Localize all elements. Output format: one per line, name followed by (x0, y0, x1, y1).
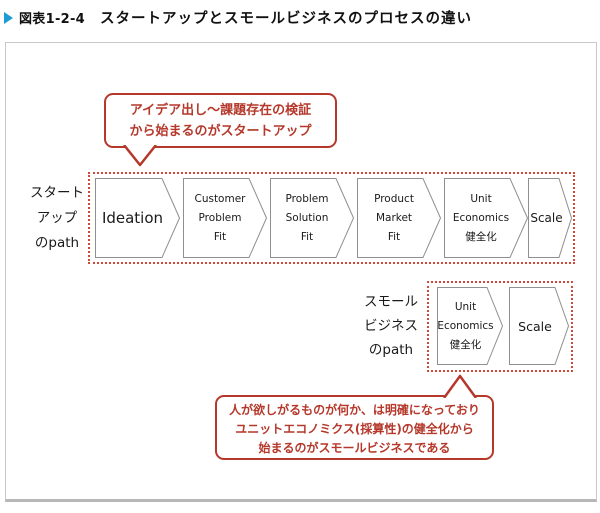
figure-header: 図表1-2-4 スタートアップとスモールビジネスのプロセスの違い (4, 7, 472, 28)
startup-dotted-box (88, 172, 575, 264)
title-marker-icon (4, 11, 13, 24)
startup-callout: アイデア出し〜課題存在の検証から始まるのがスタートアップ (104, 93, 337, 148)
process-step: Scale (509, 287, 569, 365)
figure-number: 図表1-2-4 (19, 12, 86, 27)
figure-title: スタートアップとスモールビジネスのプロセスの違い (100, 11, 473, 27)
process-step: Ideation (95, 178, 180, 258)
smallbiz-path-label: スモールビジネスのpath (364, 294, 418, 358)
callout-tail-up-icon (442, 374, 478, 398)
smallbiz-callout: 人が欲しがるものが何か、は明確になっておりユニットエコノミクス(採算性)の健全化… (215, 395, 494, 460)
startup-path-label: スタートアップのpath (30, 185, 84, 251)
process-step: Scale (528, 178, 572, 258)
smallbiz-dotted-box (427, 281, 573, 372)
callout-tail-down-icon (123, 145, 157, 167)
